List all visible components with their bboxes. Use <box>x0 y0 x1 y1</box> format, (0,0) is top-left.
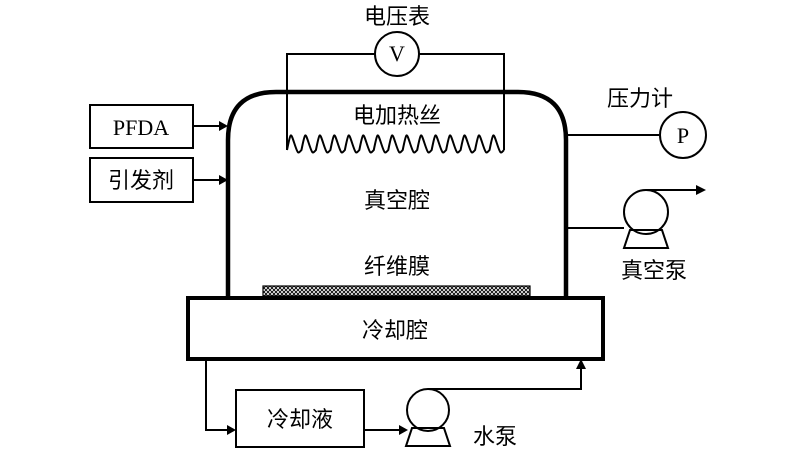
coolant-to-pump-arrowhead <box>399 425 408 435</box>
vacuum-pump: 真空泵 <box>566 185 706 284</box>
vacuum-chamber-outline <box>225 89 569 298</box>
coolant-return-pipe <box>205 359 228 431</box>
pressure-gauge-circle <box>659 111 707 159</box>
pressure-gauge-symbol: P <box>677 123 689 148</box>
coolant-label: 冷却液 <box>267 408 333 433</box>
vacuum-pump-label: 真空泵 <box>621 259 687 284</box>
coolant-return-arrowhead <box>227 425 236 435</box>
water-pump: 水泵 <box>404 359 586 450</box>
pfda-label: PFDA <box>113 115 169 140</box>
voltmeter-label: 电压表 <box>364 5 430 30</box>
water-pump-outlet-arrowhead <box>576 359 586 369</box>
vacuum-pump-body <box>623 189 669 235</box>
voltmeter-wire-left <box>286 53 375 150</box>
initiator-source: 引发剂 <box>89 157 228 203</box>
vacuum-chamber-label: 真空腔 <box>364 189 430 214</box>
cooling-chamber: 冷却腔 <box>186 296 605 361</box>
pressure-gauge: 压力计 P <box>566 87 707 159</box>
cooling-chamber-box <box>186 296 605 361</box>
pfda-source: PFDA <box>89 104 228 149</box>
heating-wire: 电加热丝 <box>286 104 505 154</box>
pressure-gauge-label: 压力计 <box>607 87 673 112</box>
heater-label: 电加热丝 <box>353 104 441 129</box>
water-pump-outlet-pipe <box>428 368 582 390</box>
voltmeter: 电压表 V <box>286 5 505 150</box>
initiator-label: 引发剂 <box>108 169 174 194</box>
vacuum-pump-outlet-arrowhead <box>696 185 706 195</box>
fiber-membrane: 纤维膜 <box>262 255 531 297</box>
initiator-feed-arrowhead <box>219 175 228 185</box>
coolant-box <box>235 389 365 448</box>
water-pump-body <box>406 388 450 432</box>
pfda-feed-arrowhead <box>219 121 228 131</box>
voltmeter-symbol: V <box>389 41 405 66</box>
vacuum-pump-base <box>622 229 670 249</box>
voltmeter-wire-right <box>419 53 505 150</box>
water-pump-base <box>404 427 452 447</box>
coolant-loop: 冷却液 <box>205 359 408 448</box>
water-pump-label: 水泵 <box>473 425 517 450</box>
cooling-chamber-label: 冷却腔 <box>362 319 428 344</box>
fiber-membrane-sheet <box>262 285 531 297</box>
heater-coil <box>286 134 505 154</box>
fiber-membrane-label: 纤维膜 <box>364 255 430 280</box>
